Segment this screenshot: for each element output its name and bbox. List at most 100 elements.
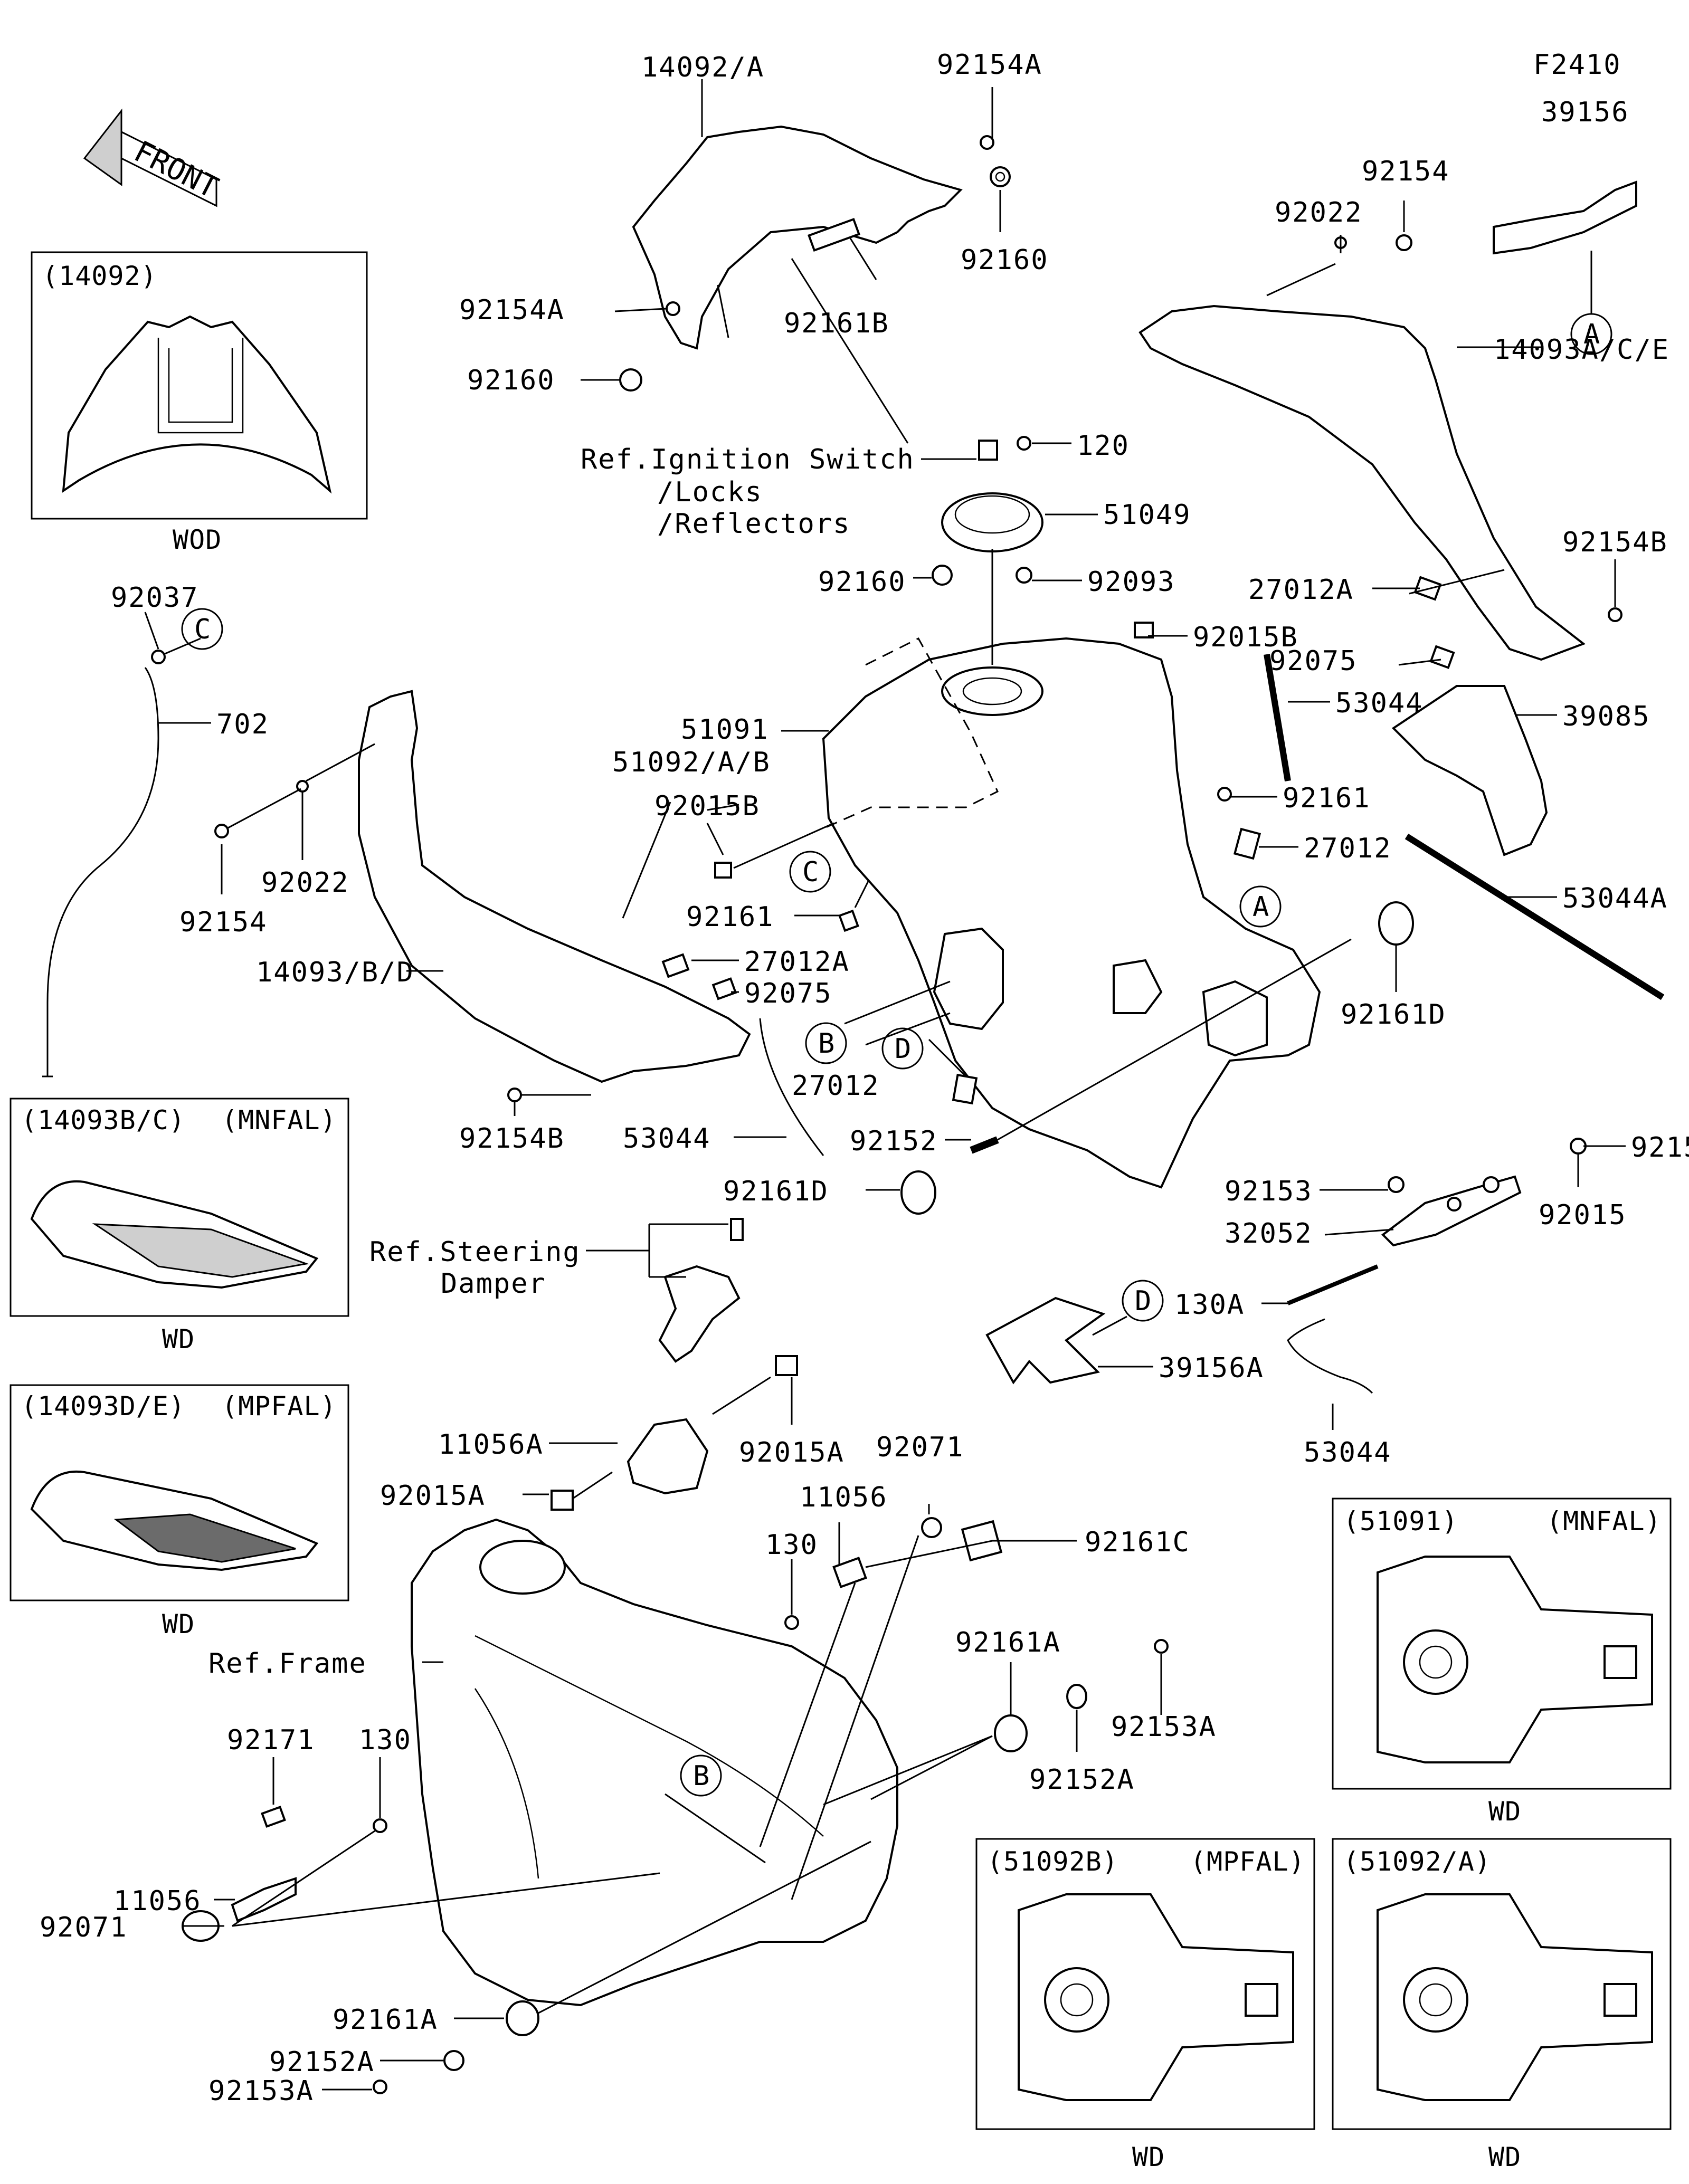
label-92152a-right: 92152A <box>1029 1764 1135 1796</box>
inset-panel-51091: (51091) (MNFAL) WD <box>1332 1498 1672 1827</box>
label-92075-left: 92075 <box>744 978 832 1009</box>
label-27012-lower: 27012 <box>792 1070 880 1102</box>
label-92071: 92071 <box>876 1432 964 1463</box>
label-51049: 51049 <box>1103 499 1191 531</box>
upper-cowl-part <box>632 125 963 350</box>
svg-text:D: D <box>1135 1285 1152 1317</box>
label-ref-damper: Damper <box>441 1268 546 1300</box>
label-51091: 51091 <box>681 714 769 746</box>
inset-caption: WD <box>1132 2142 1165 2172</box>
bolt-130a-part <box>1287 1264 1379 1305</box>
front-arrow-icon: FRONT <box>83 108 223 207</box>
label-92154a: 92154A <box>937 49 1042 81</box>
label-92154: 92154 <box>1362 156 1450 187</box>
label-92161d-right: 92161D <box>1341 999 1446 1031</box>
label-702: 702 <box>216 709 269 740</box>
label-92154b-right: 92154B <box>1562 527 1668 558</box>
label-130-lower: 130 <box>359 1724 412 1756</box>
label-53044a: 53044A <box>1562 883 1668 914</box>
bracket-11056a-part <box>627 1418 709 1495</box>
diagram-code: F2410 <box>1533 49 1621 81</box>
label-27012a-right: 27012A <box>1248 574 1354 606</box>
inset-part: (14093D/E) <box>21 1391 185 1422</box>
label-92075-right: 92075 <box>1269 645 1358 677</box>
rod-92152-part <box>970 1136 999 1154</box>
part-labels: 14092/A 92154A 92160 92161B 92154A 92160… <box>40 49 1689 2107</box>
tank-filler-opening <box>941 666 1043 716</box>
hose-702-part <box>46 667 159 1076</box>
label-51092ab: 51092/A/B <box>612 747 771 778</box>
reference-circle-d1: D <box>881 1027 924 1070</box>
inset-part: (51092/A) <box>1343 1846 1491 1877</box>
label-92161d-left: 92161D <box>723 1176 829 1207</box>
hardware-group <box>151 135 1622 2094</box>
label-92153-right: 92153 <box>1631 1132 1689 1163</box>
grommet-92161d <box>1378 901 1414 946</box>
inset-part: (51091) <box>1343 1506 1458 1537</box>
label-39156a: 39156A <box>1159 1352 1264 1384</box>
label-53044-lower: 53044 <box>1304 1437 1392 1468</box>
label-ref-frame: Ref.Frame <box>208 1648 367 1680</box>
label-92152a-lower: 92152A <box>269 2046 375 2078</box>
inset-caption: WOD <box>173 524 222 555</box>
inset-panel-51092b: (51092B) (MPFAL) WD <box>975 1838 1315 2172</box>
svg-text:B: B <box>818 1028 836 1060</box>
left-side-cover-part <box>358 690 751 1083</box>
frame-headstock <box>479 1540 566 1595</box>
label-11056-lower: 11056 <box>113 1885 202 1917</box>
pin-92161b <box>808 217 860 252</box>
inset-part: (51092B) <box>987 1846 1118 1877</box>
label-ref-steering: Ref.Steering <box>369 1236 581 1268</box>
label-92161a-lower: 92161A <box>333 2004 438 2036</box>
inset-caption: WD <box>162 1324 195 1355</box>
reference-circle-a1: A <box>1570 313 1612 355</box>
svg-text:C: C <box>802 856 820 888</box>
label-14092a: 14092/A <box>641 52 764 83</box>
label-92160-left: 92160 <box>467 365 555 396</box>
rubber-39085-part <box>1391 685 1548 856</box>
inset-panel-14092: (14092) WOD <box>31 251 368 555</box>
reference-circle-b1: B <box>805 1022 847 1064</box>
inset-variant: (MPFAL) <box>1190 1846 1305 1877</box>
label-92160-cap: 92160 <box>818 566 906 598</box>
right-side-cover-part <box>1138 304 1586 661</box>
inset-caption: WD <box>162 1609 195 1639</box>
svg-text:A: A <box>1252 891 1270 923</box>
strip-53044-left-part <box>759 1018 824 1156</box>
label-92153: 92153 <box>1225 1176 1313 1207</box>
label-92161: 92161 <box>1283 783 1371 814</box>
svg-text:A: A <box>1583 319 1601 350</box>
label-39156: 39156 <box>1541 97 1629 128</box>
frame-part <box>411 1518 898 2007</box>
label-92161c: 92161C <box>1085 1527 1190 1558</box>
label-92154a-left: 92154A <box>459 294 565 326</box>
label-92153a-right: 92153A <box>1111 1711 1217 1743</box>
label-53044-left: 53044 <box>623 1123 711 1155</box>
label-130: 130 <box>765 1529 818 1561</box>
label-120: 120 <box>1077 430 1130 462</box>
label-92161-left: 92161 <box>686 901 774 933</box>
label-92037: 92037 <box>111 582 199 614</box>
label-14093ace: 14093A/C/E <box>1494 334 1669 366</box>
reference-circle-a2: A <box>1239 885 1282 928</box>
label-92093: 92093 <box>1087 566 1175 598</box>
sticker-39156a-part <box>985 1296 1106 1385</box>
label-27012: 27012 <box>1304 833 1392 864</box>
label-92015a: 92015A <box>739 1437 844 1468</box>
nut-120 <box>978 440 998 461</box>
trim-39156-part <box>1493 180 1637 255</box>
fuel-pump-plate-part <box>933 927 1004 1031</box>
svg-text:D: D <box>895 1033 912 1065</box>
fuel-cap-part <box>941 492 1043 552</box>
svg-text:B: B <box>693 1760 710 1792</box>
label-53044-upper: 53044 <box>1335 688 1424 719</box>
inset-part: (14093B/C) <box>21 1105 185 1136</box>
label-130a: 130A <box>1174 1289 1245 1321</box>
inset-caption: WD <box>1488 1796 1521 1827</box>
inset-variant: (MPFAL) <box>222 1391 337 1422</box>
steering-damper-bracket <box>658 1265 741 1363</box>
inset-variant: (MNFAL) <box>222 1105 337 1136</box>
label-ref-reflectors: /Reflectors <box>657 508 850 540</box>
tank-grommet-part <box>1113 959 1163 1014</box>
